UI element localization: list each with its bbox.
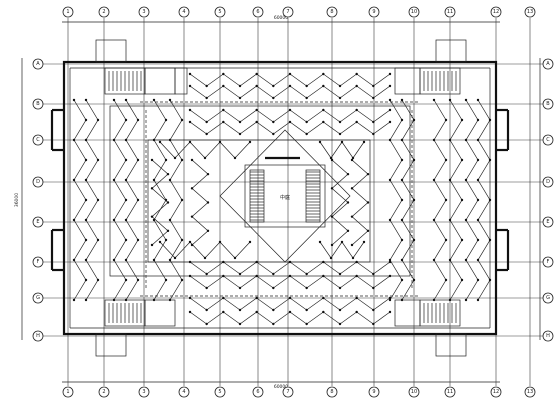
axis-bubble-3-bottom: 3 <box>138 386 150 398</box>
axis-bubble-label: C <box>36 137 40 143</box>
axis-bubble-E-left: E <box>32 216 44 228</box>
axis-bubble-4-top: 4 <box>178 6 190 18</box>
axis-bubble-label: 12 <box>493 389 499 395</box>
axis-bubble-2-top: 2 <box>98 6 110 18</box>
axis-bubble-label: B <box>546 101 550 107</box>
axis-bubble-7-bottom: 7 <box>282 386 294 398</box>
axis-bubble-5-top: 5 <box>214 6 226 18</box>
axis-bubble-label: 11 <box>447 9 453 15</box>
axis-bubble-12-top: 12 <box>490 6 502 18</box>
axis-bubble-label: 6 <box>256 389 259 395</box>
bottom-overall-dim: 60000 <box>274 384 288 390</box>
axis-bubble-9-top: 9 <box>368 6 380 18</box>
axis-bubble-label: A <box>36 61 40 67</box>
axis-bubble-label: 1 <box>66 389 69 395</box>
axis-bubble-label: 13 <box>527 389 533 395</box>
axis-bubble-8-top: 8 <box>326 6 338 18</box>
axis-bubble-label: 5 <box>218 389 221 395</box>
axis-bubble-11-top: 11 <box>444 6 456 18</box>
axis-bubble-label: 2 <box>102 389 105 395</box>
axis-bubble-label: 6 <box>256 9 259 15</box>
axis-bubble-label: H <box>546 333 550 339</box>
dimension-lines: 60000 60000 36000 <box>14 15 541 390</box>
axis-bubble-label: 3 <box>142 389 145 395</box>
axis-bubble-6-top: 6 <box>252 6 264 18</box>
axis-bubble-label: D <box>546 179 550 185</box>
axis-bubble-A-left: A <box>32 58 44 70</box>
axis-bubble-label: G <box>546 295 550 301</box>
axis-bubble-label: 8 <box>330 9 333 15</box>
axis-bubble-B-right: B <box>542 98 554 110</box>
axis-bubble-6-bottom: 6 <box>252 386 264 398</box>
axis-bubble-label: G <box>36 295 40 301</box>
axis-bubble-H-left: H <box>32 330 44 342</box>
axis-bubble-label: 4 <box>182 9 185 15</box>
axis-bubble-label: 5 <box>218 9 221 15</box>
axis-bubble-10-top: 10 <box>408 6 420 18</box>
axis-grid <box>38 18 548 386</box>
axis-bubble-11-bottom: 11 <box>444 386 456 398</box>
axis-bubble-label: 2 <box>102 9 105 15</box>
axis-bubble-H-right: H <box>542 330 554 342</box>
axis-bubble-F-right: F <box>542 256 554 268</box>
axis-bubble-12-bottom: 12 <box>490 386 502 398</box>
axis-bubble-label: E <box>36 219 39 225</box>
left-overall-dim: 36000 <box>14 193 20 207</box>
axis-bubble-label: F <box>547 259 550 265</box>
axis-bubble-label: 7 <box>286 9 289 15</box>
axis-bubble-E-right: E <box>542 216 554 228</box>
axis-bubble-8-bottom: 8 <box>326 386 338 398</box>
axis-bubble-C-right: C <box>542 134 554 146</box>
axis-bubble-7-top: 7 <box>282 6 294 18</box>
axis-bubble-2-bottom: 2 <box>98 386 110 398</box>
central-atrium: 中庭 <box>219 129 351 263</box>
axis-bubble-9-bottom: 9 <box>368 386 380 398</box>
building-outline <box>50 39 510 357</box>
axis-bubble-label: 12 <box>493 9 499 15</box>
top-overall-dim: 60000 <box>274 15 288 21</box>
axis-bubble-1-bottom: 1 <box>62 386 74 398</box>
axis-bubble-label: 4 <box>182 389 185 395</box>
axis-bubble-13-bottom: 13 <box>524 386 536 398</box>
axis-bubble-label: 13 <box>527 9 533 15</box>
axis-bubble-label: 9 <box>372 9 375 15</box>
axis-bubble-label: C <box>546 137 550 143</box>
axis-bubble-label: 1 <box>66 9 69 15</box>
axis-bubble-5-bottom: 5 <box>214 386 226 398</box>
axis-bubble-label: E <box>546 219 549 225</box>
lighting-circuits <box>72 72 492 326</box>
axis-bubble-label: F <box>37 259 40 265</box>
axis-bubble-C-left: C <box>32 134 44 146</box>
inner-ring <box>109 105 411 277</box>
axis-bubble-label: A <box>546 61 550 67</box>
axis-bubble-label: 7 <box>286 389 289 395</box>
axis-bubble-G-left: G <box>32 292 44 304</box>
axis-bubble-D-left: D <box>32 176 44 188</box>
axis-bubble-label: 9 <box>372 389 375 395</box>
axis-bubble-3-top: 3 <box>138 6 150 18</box>
axis-bubble-F-left: F <box>32 256 44 268</box>
axis-bubble-label: 10 <box>411 9 417 15</box>
axis-bubble-label: 8 <box>330 389 333 395</box>
atrium-label: 中庭 <box>280 194 290 201</box>
axis-bubble-label: B <box>36 101 40 107</box>
axis-bubble-A-right: A <box>542 58 554 70</box>
axis-bubble-B-left: B <box>32 98 44 110</box>
axis-bubble-4-bottom: 4 <box>178 386 190 398</box>
axis-bubble-1-top: 1 <box>62 6 74 18</box>
axis-bubble-D-right: D <box>542 176 554 188</box>
axis-bubble-label: H <box>36 333 40 339</box>
axis-bubble-13-top: 13 <box>524 6 536 18</box>
axis-bubble-label: 3 <box>142 9 145 15</box>
stair-cores <box>104 67 461 327</box>
axis-bubble-label: 11 <box>447 389 453 395</box>
axis-bubble-10-bottom: 10 <box>408 386 420 398</box>
axis-bubble-label: 10 <box>411 389 417 395</box>
axis-bubble-label: D <box>36 179 40 185</box>
axis-bubble-G-right: G <box>542 292 554 304</box>
